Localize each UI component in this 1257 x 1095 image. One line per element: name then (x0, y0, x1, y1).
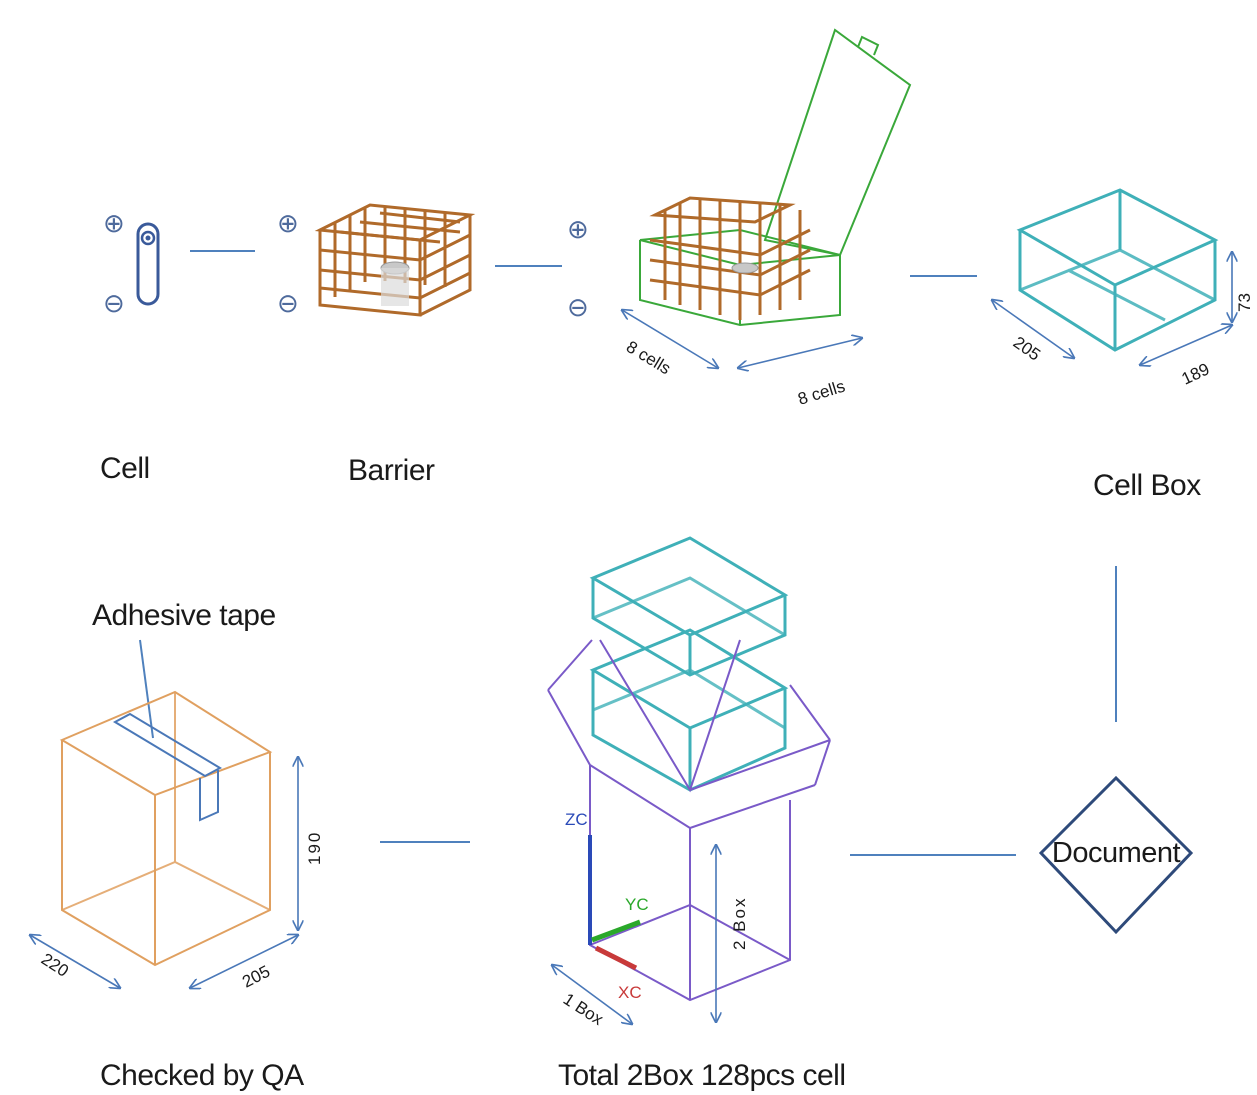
cell-box-dimension-189: 189 (1179, 359, 1213, 388)
carton-dimension-220: 220 (38, 949, 72, 980)
barrier-caption: Barrier (348, 454, 435, 487)
stack-dimension-1box: 1 Box (560, 989, 607, 1029)
axis-zc-label: ZC (565, 810, 588, 829)
cell-box-dimension-205: 205 (1010, 333, 1044, 365)
total-caption: Total 2Box 128pcs cell (558, 1059, 846, 1092)
dimension-arrow (738, 338, 862, 368)
carton-box-icon (59, 690, 273, 967)
axis-xc-label: XC (618, 983, 642, 1002)
total-stack-step: ZC YC XC 2 Box 1 Box Total 2Box 128pcs c… (547, 536, 846, 1092)
stacked-boxes-icon (547, 536, 831, 1002)
dimension-arrow (552, 965, 632, 1024)
cell-box-caption: Cell Box (1093, 469, 1201, 502)
barrier-step: ⊕ ⊖ Barrier (277, 203, 476, 487)
dimension-arrow (30, 935, 120, 988)
barrier-grid-icon (314, 203, 476, 317)
plus-terminal-icon: ⊕ (567, 214, 589, 244)
document-label: Document (1052, 837, 1181, 869)
cell-box-dimension-73: 73 (1235, 293, 1254, 312)
cell-box-icon (1016, 188, 1219, 352)
stack-dimension-2box: 2 Box (730, 897, 749, 950)
open-tray-icon (639, 28, 912, 327)
filled-tray-step: ⊕ ⊖ 8 cells 8 cells (567, 28, 912, 409)
adhesive-tape-label: Adhesive tape (92, 599, 276, 632)
cell-box-step: 205 189 73 Cell Box (992, 188, 1254, 502)
minus-terminal-icon: ⊖ (277, 288, 299, 318)
plus-terminal-icon: ⊕ (103, 208, 125, 238)
qa-carton-step: Adhesive tape 220 205 190 Checked by QA (30, 599, 324, 1092)
carton-dimension-190: 190 (305, 831, 324, 865)
tray-cells-dimension-left: 8 cells (623, 337, 674, 378)
cell-caption: Cell (100, 452, 150, 485)
minus-terminal-icon: ⊖ (567, 292, 589, 322)
cell-step: ⊕ ⊖ Cell (100, 208, 160, 485)
tray-cells-dimension-right: 8 cells (796, 377, 848, 409)
dimension-arrow (1140, 325, 1232, 365)
cylindrical-cell-icon (136, 222, 160, 306)
plus-terminal-icon: ⊕ (277, 208, 299, 238)
dimension-arrow (992, 300, 1074, 358)
decision-diamond-icon (1038, 775, 1194, 935)
qa-caption: Checked by QA (100, 1059, 304, 1092)
dimension-arrow (622, 310, 718, 368)
dimension-arrow (190, 935, 298, 988)
carton-dimension-205: 205 (239, 962, 273, 992)
minus-terminal-icon: ⊖ (103, 288, 125, 318)
axis-yc-label: YC (625, 895, 649, 914)
adhesive-tape-pointer (139, 639, 154, 739)
document-decision: Document (1038, 775, 1194, 935)
